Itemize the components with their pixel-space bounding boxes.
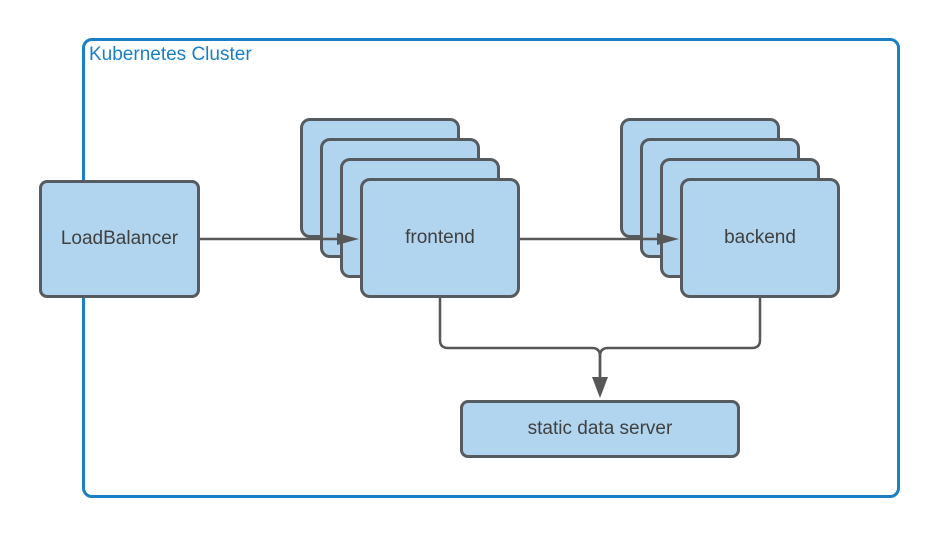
node-backend[interactable]: backend [680, 178, 840, 298]
node-frontend-label: frontend [405, 227, 475, 248]
kubernetes-cluster-label: Kubernetes Cluster [89, 44, 252, 65]
node-static-data-server[interactable]: static data server [460, 400, 740, 458]
node-backend-label: backend [724, 227, 796, 248]
node-loadbalancer[interactable]: LoadBalancer [39, 180, 200, 298]
node-static-data-server-label: static data server [527, 418, 673, 439]
node-loadbalancer-label: LoadBalancer [60, 228, 179, 249]
node-frontend[interactable]: frontend [360, 178, 520, 298]
